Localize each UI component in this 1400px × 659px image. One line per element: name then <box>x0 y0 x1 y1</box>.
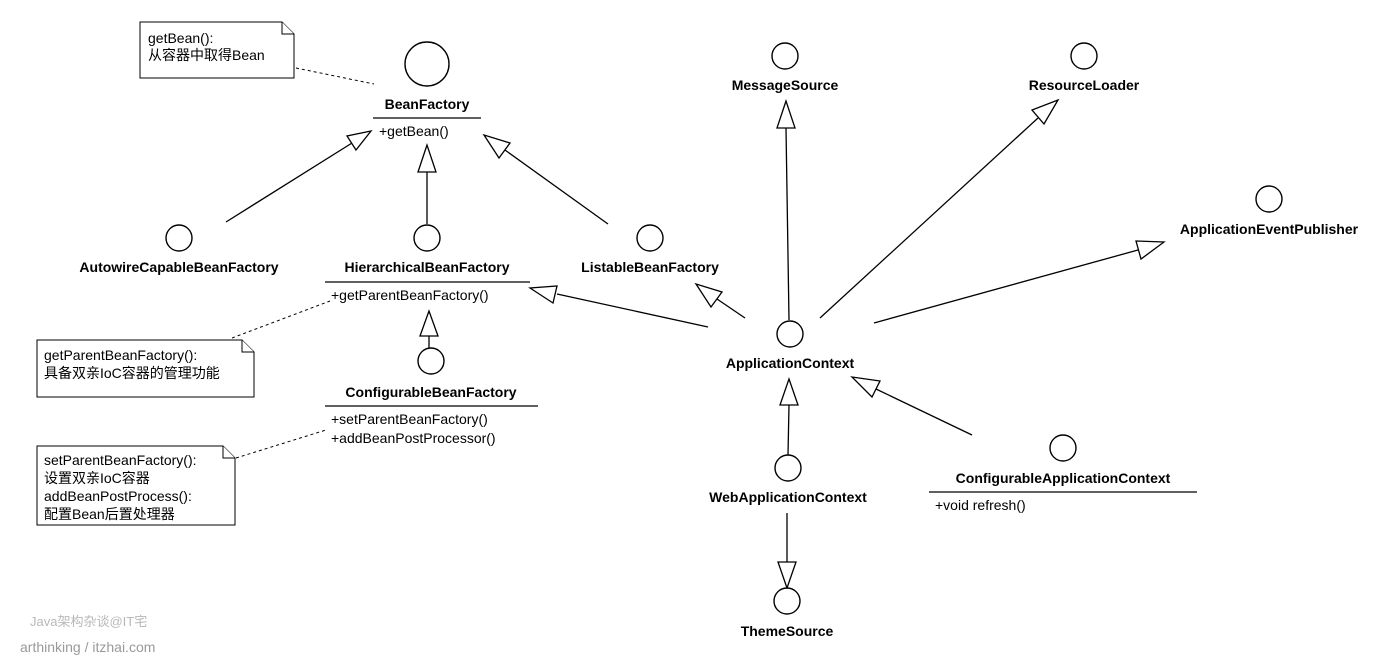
note-get-parent-line-2: 具备双亲IoC容器的管理功能 <box>44 365 220 381</box>
interface-autowire-capable[interactable]: AutowireCapableBeanFactory <box>79 224 279 275</box>
configurable-bf-method-0: +setParentBeanFactory() <box>331 411 488 427</box>
configurable-bf-method-1: +addBeanPostProcessor() <box>331 430 496 446</box>
web-app-context-name: WebApplicationContext <box>709 489 867 505</box>
interface-configurable-application-context[interactable]: ConfigurableApplicationContext +void ref… <box>929 434 1197 513</box>
hierarchical-method-0: +getParentBeanFactory() <box>331 287 489 303</box>
arrowhead-appcontext-to-eventpublisher <box>1135 240 1166 261</box>
interface-event-publisher[interactable]: ApplicationEventPublisher <box>1180 185 1359 237</box>
event-publisher-name: ApplicationEventPublisher <box>1180 221 1359 237</box>
edge-appcontext-to-messagesource <box>785 127 790 321</box>
edge-appcontext-to-eventpublisher <box>873 249 1139 324</box>
note-set-parent-line-1: setParentBeanFactory(): <box>44 452 197 468</box>
interface-hierarchical[interactable]: HierarchicalBeanFactory +getParentBeanFa… <box>325 224 530 303</box>
note-set-parent-line-4: 配置Bean后置处理器 <box>44 506 175 522</box>
edge-appcontext-to-listable <box>716 298 746 319</box>
application-context-lollipop-icon <box>776 320 804 348</box>
arrowhead-listable-to-beanfactory <box>482 133 512 160</box>
arrowhead-appcontext-to-hierarchical <box>528 285 558 305</box>
autowire-lollipop-icon <box>165 224 193 252</box>
interface-application-context[interactable]: ApplicationContext <box>726 320 855 371</box>
autowire-name: AutowireCapableBeanFactory <box>79 259 278 275</box>
arrowhead-appcontext-to-resourceloader <box>1030 98 1060 126</box>
arrowhead-webappcontext-to-appcontext <box>779 377 799 406</box>
configurable-app-context-lollipop-icon <box>1049 434 1077 462</box>
arrowhead-autowire-to-beanfactory <box>345 129 373 152</box>
bean-factory-name: BeanFactory <box>385 96 470 112</box>
note-get-parent: getParentBeanFactory(): 具备双亲IoC容器的管理功能 <box>36 339 255 398</box>
interface-bean-factory[interactable]: BeanFactory +getBean() <box>373 41 481 139</box>
configurable-bf-lollipop-icon <box>417 347 445 375</box>
listable-lollipop-icon <box>636 224 664 252</box>
note-get-parent-line-1: getParentBeanFactory(): <box>44 347 197 363</box>
edge-webappcontext-to-appcontext <box>787 404 790 456</box>
configurable-bf-name: ConfigurableBeanFactory <box>345 384 516 400</box>
interface-theme-source[interactable]: ThemeSource <box>741 587 834 639</box>
note-set-parent-connector <box>235 429 327 459</box>
configurable-app-context-name: ConfigurableApplicationContext <box>956 470 1171 486</box>
arrowhead-appcontext-to-messagesource <box>776 98 796 129</box>
note-set-parent: setParentBeanFactory(): 设置双亲IoC容器 addBea… <box>36 445 236 526</box>
watermark-line-2: arthinking / itzhai.com <box>20 639 155 655</box>
arrowhead-webappcontext-to-themesource <box>777 561 797 590</box>
resource-loader-lollipop-icon <box>1070 42 1098 70</box>
hierarchical-lollipop-icon <box>413 224 441 252</box>
interface-web-application-context[interactable]: WebApplicationContext <box>709 454 867 505</box>
edge-configurableappcontext-to-appcontext <box>875 388 973 436</box>
application-context-name: ApplicationContext <box>726 355 855 371</box>
note-set-parent-line-2: 设置双亲IoC容器 <box>44 470 150 486</box>
event-publisher-lollipop-icon <box>1255 185 1283 213</box>
arrowhead-configurablebf-to-hierarchical <box>419 309 439 337</box>
bean-factory-lollipop-icon <box>404 41 450 87</box>
hierarchical-name: HierarchicalBeanFactory <box>345 259 510 275</box>
edge-listable-to-beanfactory <box>504 149 609 225</box>
web-app-context-lollipop-icon <box>774 454 802 482</box>
edge-appcontext-to-resourceloader <box>819 117 1039 319</box>
watermark-line-1: Java架构杂谈@IT宅 <box>30 614 147 629</box>
resource-loader-name: ResourceLoader <box>1029 77 1140 93</box>
note-get-bean-line-1: getBean(): <box>148 30 213 46</box>
theme-source-name: ThemeSource <box>741 623 834 639</box>
interface-configurable-bean-factory[interactable]: ConfigurableBeanFactory +setParentBeanFa… <box>325 347 538 446</box>
arrowhead-appcontext-to-listable <box>694 282 724 309</box>
arrowhead-hierarchical-to-beanfactory <box>417 142 437 173</box>
listable-name: ListableBeanFactory <box>581 259 719 275</box>
note-get-bean-line-2: 从容器中取得Bean <box>148 47 265 63</box>
arrowhead-configurableappcontext-to-appcontext <box>850 376 881 399</box>
configurable-app-context-method-0: +void refresh() <box>935 497 1026 513</box>
note-get-bean: getBean(): 从容器中取得Bean <box>139 21 295 79</box>
edge-autowire-to-beanfactory <box>225 137 361 223</box>
note-get-bean-connector <box>295 67 375 85</box>
interface-resource-loader[interactable]: ResourceLoader <box>1029 42 1140 93</box>
interface-listable[interactable]: ListableBeanFactory <box>581 224 719 275</box>
bean-factory-method-0: +getBean() <box>379 123 449 139</box>
interface-message-source[interactable]: MessageSource <box>732 42 839 93</box>
note-get-parent-connector <box>231 300 331 339</box>
message-source-lollipop-icon <box>771 42 799 70</box>
theme-source-lollipop-icon <box>773 587 801 615</box>
edge-appcontext-to-hierarchical <box>556 293 709 328</box>
note-set-parent-line-3: addBeanPostProcess(): <box>44 488 192 504</box>
message-source-name: MessageSource <box>732 77 839 93</box>
